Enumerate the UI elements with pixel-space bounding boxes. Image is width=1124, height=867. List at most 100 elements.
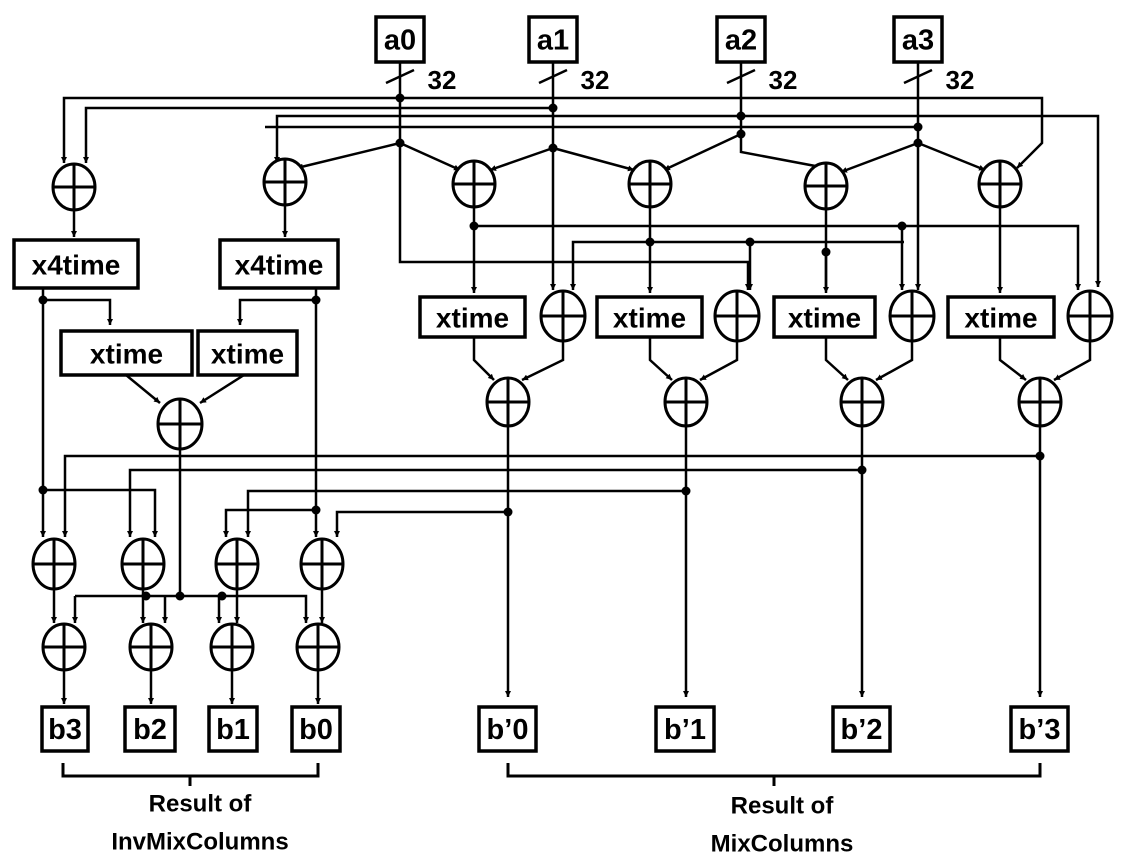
xor-mix-final-2 [663, 376, 709, 428]
junction-dot [857, 465, 867, 475]
rail-x4time1-to-inv-b [43, 488, 158, 537]
xor-mix-mid-3 [888, 289, 936, 343]
xtime-box-mix-1: xtime [418, 295, 527, 339]
xtime-inv1-to-xor [125, 374, 161, 404]
xor-mix-final-3 [839, 376, 885, 428]
xtime-box-mix-4-label: xtime [964, 303, 1037, 334]
xor-mix-mid-1 [539, 289, 587, 343]
fan-a3-x5 [840, 141, 919, 174]
gates: a0 a1 a2 a3 x4time x4time xtime xtime xtime xtime… [12, 15, 1114, 753]
bus-width-label: 32 [581, 65, 610, 95]
junction-dot [913, 138, 923, 148]
caption-inv-line2: InvMixColumns [111, 829, 288, 856]
output-mix-4: b’3 [1009, 705, 1070, 753]
fan-a1-x4 [552, 146, 635, 172]
xtime-to-final-4 [998, 337, 1027, 381]
xor-mix-final-4 [1017, 376, 1063, 428]
output-b3-label: b3 [48, 714, 82, 746]
rail-a2-to-x10 [741, 114, 1101, 287]
output-b3: b3 [40, 705, 90, 753]
output-b0: b0 [290, 705, 342, 753]
mid-to-final-1 [521, 341, 565, 382]
xor-inv-l2-2 [128, 622, 174, 672]
xor-mix-final-1 [485, 376, 531, 428]
center-rail [75, 594, 309, 623]
xtime-box-mix-3: xtime [772, 295, 877, 339]
junction-dot [548, 103, 558, 113]
x4time-box-2-label: x4time [235, 250, 324, 281]
rail-a2-to-inv-x2 [274, 114, 741, 163]
input-a0: a0 [374, 15, 426, 64]
junction-dot [548, 143, 558, 153]
xor-inv-l1-4 [299, 537, 345, 591]
output-mix-2: b’1 [654, 705, 716, 753]
xtime-box-mix-2-label: xtime [613, 303, 686, 334]
rail-final3-to-inv-b [127, 468, 862, 537]
junction-dot [681, 486, 691, 496]
rail-a0-to-x6 [400, 96, 1044, 169]
junction-dot [175, 591, 185, 601]
output-b1: b1 [207, 705, 259, 753]
input-a1: a1 [527, 15, 579, 64]
output-mix-1: b’0 [477, 705, 538, 753]
rail-a1-to-inv-x1 [83, 106, 553, 163]
rail-final4-to-inv-a [62, 454, 1040, 537]
rail-x3-to-x10 [474, 224, 1081, 290]
xor-inv-l2-3 [209, 622, 255, 672]
fan-a3-x6 [917, 141, 986, 172]
xtime-to-final-3 [824, 337, 849, 381]
x4time-box-1: x4time [12, 238, 140, 290]
output-mix-3: b’2 [831, 705, 892, 753]
xor-mix-3 [803, 161, 849, 211]
xtime-to-final-1 [472, 337, 495, 381]
junction-dot [736, 129, 746, 139]
junction-dot [395, 93, 405, 103]
junction-dot [503, 507, 513, 517]
rail-a0-to-inv-x1 [61, 96, 400, 163]
rail-final1-to-inv-d [334, 510, 508, 537]
xor-mix-1 [451, 159, 497, 209]
junction-dot [311, 295, 321, 305]
brace-invmixcolumns [61, 763, 320, 786]
caption-inv-line1: Result of [149, 791, 253, 818]
junction-dot [311, 505, 321, 515]
input-a2: a2 [715, 15, 767, 64]
xor-mix-2 [627, 159, 673, 209]
xtime-to-final-2 [648, 337, 673, 381]
xtime-box-mix-4: xtime [946, 295, 1056, 339]
brace-mixcolumns [506, 763, 1042, 786]
xor-inv-2 [262, 157, 308, 207]
xor-inv-l2-1 [41, 622, 87, 672]
xor-inv-1 [51, 162, 97, 212]
fan-a0-x3 [399, 141, 461, 172]
xtime-box-inv-1-label: xtime [90, 339, 163, 370]
output-b0-label: b0 [299, 714, 333, 746]
junction-dot [645, 237, 655, 247]
junction-dot [38, 485, 48, 495]
xor-mix-mid-2 [713, 289, 761, 343]
x4time1-to-xtime [41, 288, 113, 325]
xor-inv-l1-1 [31, 537, 77, 591]
xor-inv-l1-2 [120, 537, 166, 591]
mid-to-final-2 [699, 341, 739, 382]
xor-inv-l2-4 [295, 622, 341, 672]
xor-mix-4 [977, 159, 1023, 209]
junction-dot [745, 237, 755, 247]
bus-width-label: 32 [428, 65, 457, 95]
a2-trunk [739, 62, 827, 170]
junction-dot [469, 221, 479, 231]
output-mix-2-label: b’1 [664, 714, 706, 746]
rail-final2-to-inv-c [245, 489, 686, 537]
xor-mix-mid-4 [1066, 289, 1114, 343]
fan-a2-x4 [663, 132, 742, 172]
caption-mix-line2: MixColumns [711, 831, 854, 858]
output-b1-label: b1 [216, 714, 250, 746]
mid-to-final-3 [875, 341, 914, 382]
xor-inv-l1-3 [214, 537, 260, 591]
input-a3-label: a3 [902, 25, 934, 57]
mid-to-final-4 [1053, 341, 1092, 382]
output-b2: b2 [123, 705, 177, 753]
xor-inv-center [156, 397, 204, 451]
